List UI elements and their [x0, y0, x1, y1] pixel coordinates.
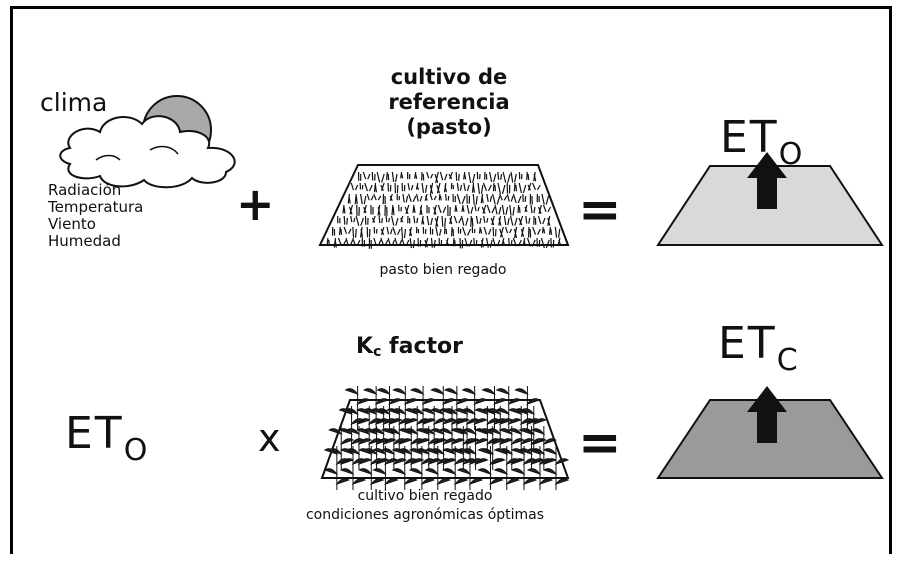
kc-main-text: K [356, 334, 374, 359]
et-main-text: ET [65, 408, 124, 459]
clima-item: Radiación [48, 181, 122, 199]
kc-factor-word: factor [381, 334, 463, 359]
crop-caption-line: condiciones agronómicas óptimas [305, 507, 545, 523]
et0-result-label: ETO [720, 112, 804, 172]
reference-title-line: referencia [388, 90, 510, 114]
clima-label: clima [40, 88, 108, 117]
reference-crop-title: cultivo de referencia (pasto) [330, 65, 568, 140]
equals-operator: = [578, 413, 622, 473]
diagram-frame [10, 6, 892, 554]
plus-operator: + [236, 177, 275, 231]
clima-item: Viento [48, 215, 96, 233]
et-subscript: O [123, 433, 150, 468]
et-subscript: C [776, 343, 800, 378]
reference-title-line: cultivo de [390, 65, 508, 89]
et0-input-label: ETO [65, 408, 149, 468]
crop-caption-line: cultivo bien regado [357, 488, 493, 504]
times-operator: x [258, 416, 281, 460]
reference-title-line: (pasto) [406, 115, 492, 139]
et-main-text: ET [718, 318, 777, 369]
kc-factor-title: Kc factor [356, 334, 463, 360]
clima-item: Temperatura [48, 198, 144, 216]
et-main-text: ET [720, 112, 779, 163]
kc-subscript: c [373, 344, 382, 360]
reference-caption: pasto bien regado [379, 262, 507, 278]
clima-item: Humedad [48, 232, 121, 250]
crop-caption: cultivo bien regado condiciones agronómi… [270, 487, 580, 525]
etc-result-label: ETC [718, 318, 800, 378]
equals-operator: = [578, 180, 622, 240]
clima-variables-list: Radiación Temperatura Viento Humedad [48, 182, 143, 250]
et-subscript: O [778, 137, 805, 172]
